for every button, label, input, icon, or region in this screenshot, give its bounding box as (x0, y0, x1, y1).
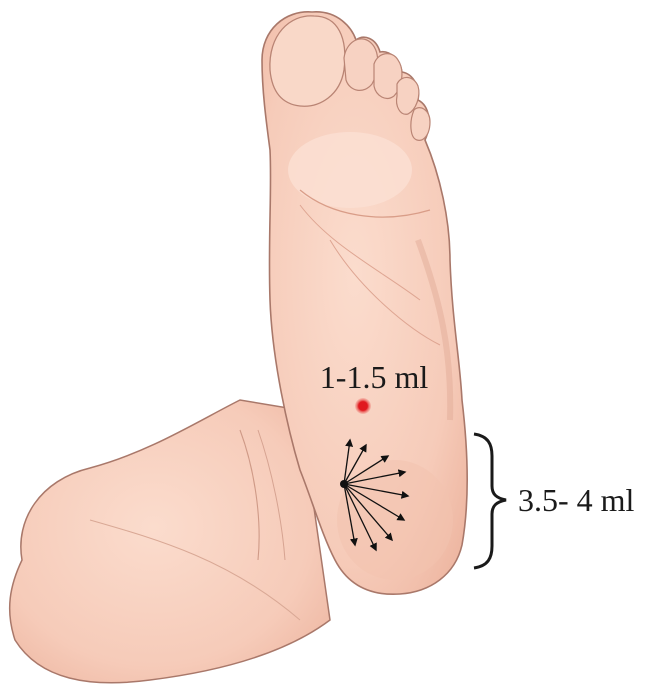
leg (10, 400, 330, 683)
lower-dose-label: 3.5- 4 ml (518, 482, 635, 518)
red-dot-core (359, 402, 367, 410)
heel-injection-point (340, 480, 348, 488)
ball-of-foot (288, 132, 412, 208)
upper-dose-label: 1-1.5 ml (320, 359, 429, 395)
toe-5 (411, 108, 430, 141)
toe-2 (344, 39, 378, 91)
curly-bracket-icon (474, 434, 506, 568)
